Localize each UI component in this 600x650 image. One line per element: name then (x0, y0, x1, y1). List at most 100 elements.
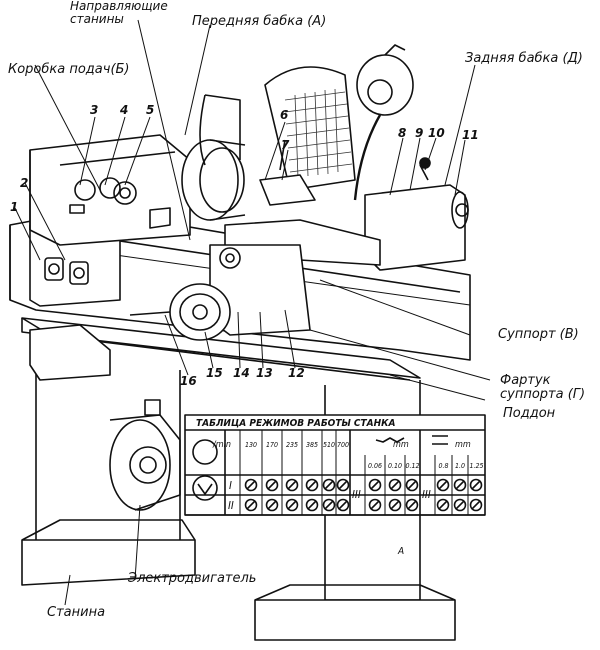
mode-gauge-symbol (305, 498, 319, 512)
part-number-15: 15 (206, 366, 223, 380)
leader-lines (14, 19, 491, 606)
mode-gauge-symbol (285, 498, 299, 512)
mode-gauge-slash (324, 500, 334, 510)
speed-value: 170 (266, 441, 278, 449)
mode-gauge-symbol (405, 478, 419, 492)
apron-handwheel (129, 283, 231, 341)
mode-gauge-slash (267, 500, 277, 510)
mode-gauge-symbol (368, 498, 382, 512)
mode-gauge-symbol (265, 498, 279, 512)
roman-I: I (229, 479, 232, 492)
mode-gauge-slash (287, 480, 297, 490)
label-carriage: Суппорт (В) (498, 327, 579, 342)
mode-gauge-slash (287, 500, 297, 510)
table-title: ТАБЛИЦА РЕЖИМОВ РАБОТЫ СТАНКА (196, 418, 396, 429)
mode-gauge-symbol (322, 478, 336, 492)
headstock (29, 134, 191, 246)
mode-gauge-slash (407, 480, 417, 490)
mode-gauge-slash (471, 500, 481, 510)
mode-gauge-slash (307, 500, 317, 510)
thread-value: 0.8 (438, 462, 448, 470)
mode-gauge-slash (246, 500, 256, 510)
speed-value: 700 (337, 441, 349, 449)
mode-gauge-slash (455, 500, 465, 510)
label-feed-box: Коробка подач(Б) (8, 62, 130, 77)
mode-gauge-slash (307, 480, 317, 490)
part-number-5: 5 (146, 103, 155, 117)
speed-value: 385 (306, 441, 318, 449)
label-apron: Фартук суппорта (Г) (500, 373, 586, 402)
part-number-7: 7 (281, 138, 290, 152)
part-number-1: 1 (10, 200, 19, 214)
part-number-6: 6 (280, 108, 289, 122)
label-headstock: Передняя бабка (А) (192, 14, 327, 29)
mode-gauge-symbol (244, 478, 258, 492)
mode-gauge-slash (338, 480, 348, 490)
mode-gauge-slash (267, 480, 277, 490)
mode-gauge-symbol (368, 478, 382, 492)
mode-gauge-symbol (453, 498, 467, 512)
speed-value: 130 (245, 441, 257, 449)
mode-gauge-slash (370, 480, 380, 490)
part-number-2: 2 (20, 176, 29, 190)
mode-gauge-slash (471, 480, 481, 490)
speed-value: 235 (286, 441, 298, 449)
chuck (181, 94, 246, 221)
mode-gauge-symbol (469, 498, 483, 512)
mode-gauge-symbol (405, 498, 419, 512)
mode-gauge-symbol (436, 498, 450, 512)
mode-gauge-symbol (285, 478, 299, 492)
bed-mark: A (397, 546, 404, 557)
label-tailstock: Задняя бабка (Д) (465, 51, 583, 66)
mode-gauge-symbol (469, 478, 483, 492)
mode-gauge-slash (407, 500, 417, 510)
label-motor: Электродвигатель (128, 571, 257, 586)
label-guides: Направляющие станины (70, 0, 168, 26)
mode-gauge-slash (455, 480, 465, 490)
mode-gauge-slash (246, 480, 256, 490)
roman-II: II (228, 499, 234, 512)
part-number-13: 13 (256, 366, 273, 380)
mode-gauge-symbol (336, 478, 350, 492)
part-number-3: 3 (90, 103, 99, 117)
mode-gauge-symbol (336, 498, 350, 512)
tailstock (364, 157, 469, 271)
switch-box (29, 324, 111, 381)
rpm-unit: /min (212, 440, 231, 450)
mode-gauge-symbol (436, 478, 450, 492)
mode-gauge-slash (438, 480, 448, 490)
mode-gauge-slash (438, 500, 448, 510)
part-number-8: 8 (398, 126, 407, 140)
feed-unit-1: mm (393, 440, 409, 450)
mode-gauge-symbol (305, 478, 319, 492)
roman-III-feed: III (352, 488, 361, 501)
part-number-14: 14 (233, 366, 250, 380)
label-bed: Станина (47, 605, 106, 620)
part-number-10: 10 (428, 126, 445, 140)
modes-table (184, 414, 486, 516)
mode-gauge-symbol (265, 478, 279, 492)
mode-gauge-slash (390, 480, 400, 490)
thread-value: 1.0 (455, 462, 465, 470)
roman-III-thread: III (422, 488, 431, 501)
chuck-guard (264, 66, 356, 191)
speed-value: 510 (323, 441, 335, 449)
part-number-4: 4 (120, 103, 129, 117)
mode-gauge-slash (370, 500, 380, 510)
label-tray: Поддон (503, 406, 556, 421)
work-lamp (353, 44, 414, 201)
part-number-9: 9 (415, 126, 424, 140)
feed-value: 0.10 (388, 462, 402, 470)
feed-value: 0.06 (368, 462, 382, 470)
mode-gauge-slash (338, 500, 348, 510)
mode-gauge-symbol (453, 478, 467, 492)
part-number-11: 11 (462, 128, 479, 142)
electric-motor (109, 399, 181, 511)
mode-gauge-slash (324, 480, 334, 490)
mode-gauge-symbol (322, 498, 336, 512)
part-number-16: 16 (180, 374, 197, 388)
mode-gauge-symbol (388, 478, 402, 492)
mode-gauge-symbol (388, 498, 402, 512)
feed-unit-2: mm (455, 440, 471, 450)
